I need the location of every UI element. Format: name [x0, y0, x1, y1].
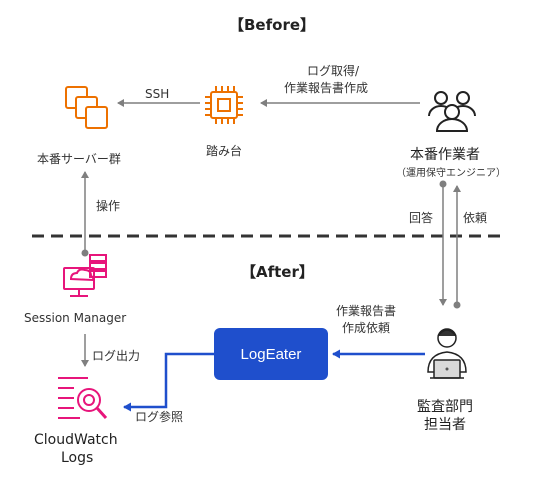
request-start-dot — [453, 301, 461, 309]
server-group-icon — [65, 86, 108, 129]
ssh-label: SSH — [145, 87, 170, 101]
cloudwatch-label-2: Logs — [61, 450, 94, 466]
audit-label-1: 監査部門 — [417, 399, 473, 415]
session-manager-icon — [63, 254, 107, 297]
operator-sub-label: （運用保守エンジニア） — [396, 168, 506, 179]
reply-start-dot — [439, 180, 447, 188]
reply-label: 回答 — [409, 211, 434, 225]
users-icon — [428, 91, 476, 132]
report-request-label-1: 作業報告書 — [336, 304, 397, 318]
prod-servers-label: 本番サーバー群 — [37, 152, 121, 166]
log-get-label-2: 作業報告書作成 — [284, 81, 369, 95]
operate-label: 操作 — [96, 199, 121, 213]
after-title: 【After】 — [241, 263, 314, 281]
log-output-label: ログ出力 — [92, 349, 141, 363]
bastion-label: 踏み台 — [206, 144, 243, 158]
cloudwatch-label-1: CloudWatch — [34, 432, 118, 448]
logeater-node: LogEater — [214, 328, 328, 380]
operator-label: 本番作業者 — [410, 147, 480, 163]
arrow-log-ref — [123, 352, 214, 412]
cloudwatch-logs-icon — [58, 377, 108, 420]
auditor-icon — [427, 328, 467, 379]
log-ref-label: ログ参照 — [135, 410, 184, 424]
bastion-chip-icon — [205, 86, 243, 124]
log-get-label-1: ログ取得/ — [307, 64, 360, 78]
request-label: 依頼 — [463, 211, 488, 225]
session-manager-label: Session Manager — [24, 311, 127, 325]
audit-label-2: 担当者 — [424, 417, 466, 433]
before-title: 【Before】 — [229, 16, 316, 34]
report-request-label-2: 作成依頼 — [342, 321, 391, 335]
